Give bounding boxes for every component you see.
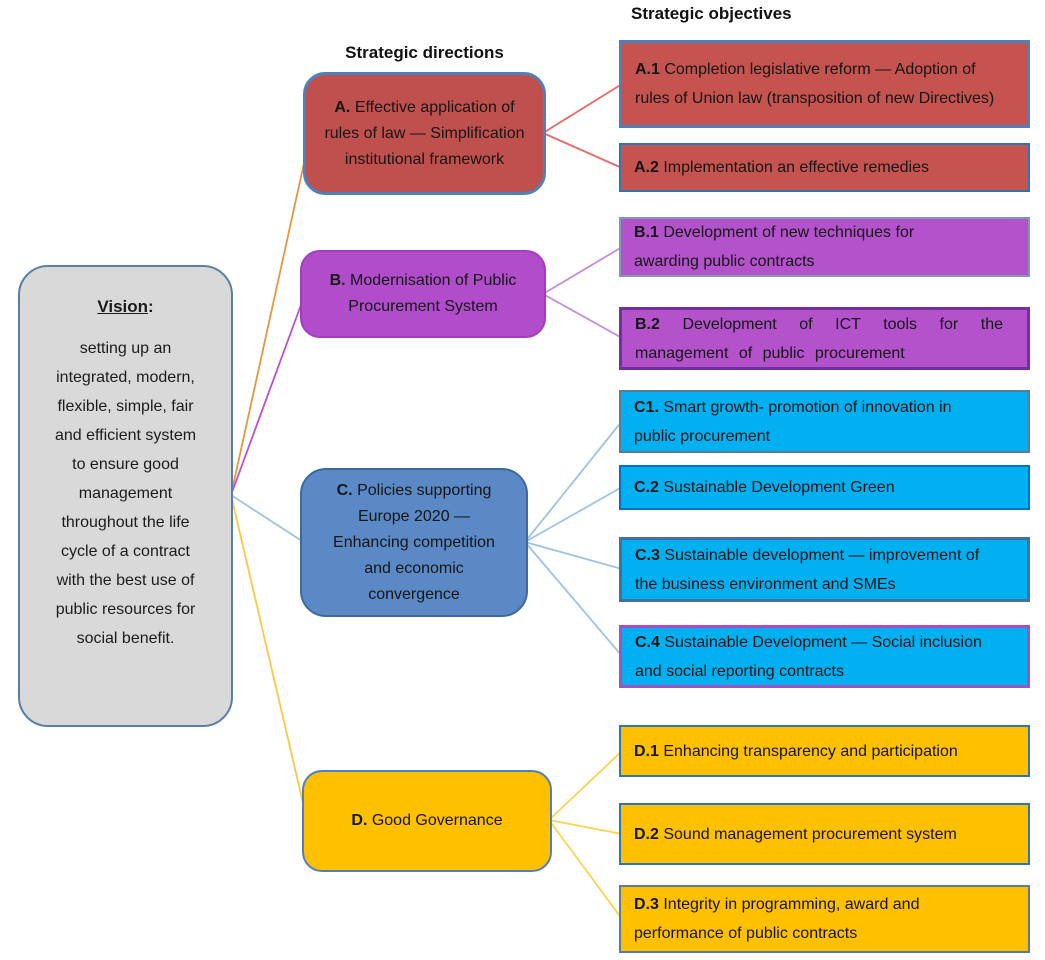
objective-c3-label: C.3 xyxy=(635,546,660,564)
objective-box-c4: C.4 Sustainable Development — Social inc… xyxy=(619,625,1030,688)
direction-b-body: Modernisation of Public Procurement Syst… xyxy=(345,272,517,315)
vision-body: setting up an integrated, modern, flexib… xyxy=(54,340,197,647)
directions-column-header: Strategic directions xyxy=(345,43,504,62)
direction-b-label: B. xyxy=(329,272,346,289)
objective-box-b1: B.1 Development of new techniques for aw… xyxy=(619,217,1030,277)
direction-c-label: C. xyxy=(336,481,353,499)
direction-d-body: Good Governance xyxy=(367,812,503,829)
objective-a2-body: Implementation an effective remedies xyxy=(658,159,929,176)
objective-box-c1: C1. Smart growth- promotion of innovatio… xyxy=(619,390,1030,453)
direction-box-c: C. Policies supporting Europe 2020 — Enh… xyxy=(300,468,528,617)
direction-a-body: Effective application of rules of law — … xyxy=(324,98,525,168)
objective-d3-label: D.3 xyxy=(634,896,659,913)
objective-c1-body: Smart growth- promotion of innovation in… xyxy=(634,398,952,445)
objective-box-c3: C.3 Sustainable development — improvemen… xyxy=(619,537,1030,602)
direction-c-text: C. Policies supporting Europe 2020 — Enh… xyxy=(324,478,504,608)
objective-box-d3: D.3 Integrity in programming, award and … xyxy=(619,885,1030,953)
connector-c-c1 xyxy=(524,420,623,543)
objective-c4-body: Sustainable Development — Social inclusi… xyxy=(635,633,982,680)
connector-c-c2 xyxy=(524,486,623,543)
objective-a1-label: A.1 xyxy=(635,61,660,78)
objectives-column-header: Strategic objectives xyxy=(631,4,792,23)
connector-b-b1 xyxy=(542,246,623,295)
connector-a-a2 xyxy=(542,132,623,169)
objective-b1-text: B.1 Development of new techniques for aw… xyxy=(634,218,976,276)
objective-box-b2: B.2 Development of ICT tools for the man… xyxy=(619,307,1030,370)
objective-d3-body: Integrity in programming, award and perf… xyxy=(634,896,920,942)
objective-box-d2: D.2 Sound management procurement system xyxy=(619,803,1030,865)
objective-d2-body: Sound management procurement system xyxy=(658,825,957,843)
objective-d1-label: D.1 xyxy=(634,742,659,760)
connector-d-d1 xyxy=(548,750,623,821)
objective-b2-text: B.2 Development of ICT tools for the man… xyxy=(635,310,1003,368)
objective-d2-label: D.2 xyxy=(634,825,659,843)
connector-vision-c xyxy=(230,494,306,544)
objective-b1-body: Development of new techniques for awardi… xyxy=(634,224,915,270)
vision-box: Vision: setting up an integrated, modern… xyxy=(18,265,233,727)
objective-d3-text: D.3 Integrity in programming, award and … xyxy=(634,890,1004,948)
objective-c3-body: Sustainable development — improvement of… xyxy=(635,546,980,593)
connector-c-c3 xyxy=(524,541,623,570)
vision-title: Vision: xyxy=(20,297,231,317)
objective-d1-text: D.1 Enhancing transparency and participa… xyxy=(634,737,1004,766)
objective-c1-label: C1. xyxy=(634,398,659,416)
direction-box-d: D. Good Governance xyxy=(302,770,552,872)
connector-c-c4 xyxy=(524,541,623,657)
objective-c4-label: C.4 xyxy=(635,633,660,651)
objective-box-a1: A.1 Completion legislative reform — Adop… xyxy=(619,40,1030,128)
direction-a-text: A. Effective application of rules of law… xyxy=(318,95,531,173)
objective-b2-body: Development of ICT tools for the managem… xyxy=(635,315,1003,362)
objective-c1-text: C1. Smart growth- promotion of innovatio… xyxy=(634,393,976,451)
direction-d-text: D. Good Governance xyxy=(351,808,502,834)
objective-c2-text: C.2 Sustainable Development Green xyxy=(634,473,1004,502)
connector-vision-d xyxy=(230,494,308,821)
connector-vision-b xyxy=(230,293,306,496)
connector-d-d2 xyxy=(548,819,623,835)
connector-a-a1 xyxy=(542,83,623,134)
objective-c3-text: C.3 Sustainable development — improvemen… xyxy=(635,541,1003,599)
direction-d-label: D. xyxy=(351,812,368,829)
vision-title-word: Vision xyxy=(97,297,149,316)
vision-title-colon: : xyxy=(148,297,154,316)
direction-c-body: Policies supporting Europe 2020 — Enhanc… xyxy=(333,481,495,603)
objective-d2-text: D.2 Sound management procurement system xyxy=(634,820,1004,849)
direction-box-b: B. Modernisation of Public Procurement S… xyxy=(300,250,546,338)
objective-b2-label: B.2 xyxy=(635,315,660,333)
objective-b1-label: B.1 xyxy=(634,224,659,241)
objective-c4-text: C.4 Sustainable Development — Social inc… xyxy=(635,628,1003,686)
connector-vision-a xyxy=(230,144,309,496)
objective-c2-label: C.2 xyxy=(634,479,659,496)
objective-c2-body: Sustainable Development Green xyxy=(658,479,895,496)
objective-a2-text: A.2 Implementation an effective remedies xyxy=(634,153,1004,182)
objective-box-c2: C.2 Sustainable Development Green xyxy=(619,465,1030,510)
objective-a1-text: A.1 Completion legislative reform — Adop… xyxy=(635,55,1003,113)
direction-box-a: A. Effective application of rules of law… xyxy=(303,72,546,195)
objective-a2-label: A.2 xyxy=(634,159,659,176)
connector-d-d3 xyxy=(548,819,623,920)
direction-b-text: B. Modernisation of Public Procurement S… xyxy=(314,268,532,320)
objective-box-a2: A.2 Implementation an effective remedies xyxy=(619,143,1030,192)
direction-a-label: A. xyxy=(334,98,351,116)
objective-box-d1: D.1 Enhancing transparency and participa… xyxy=(619,725,1030,777)
connector-b-b2 xyxy=(542,293,623,339)
objective-a1-body: Completion legislative reform — Adoption… xyxy=(635,61,995,107)
objective-d1-body: Enhancing transparency and participation xyxy=(658,742,958,760)
